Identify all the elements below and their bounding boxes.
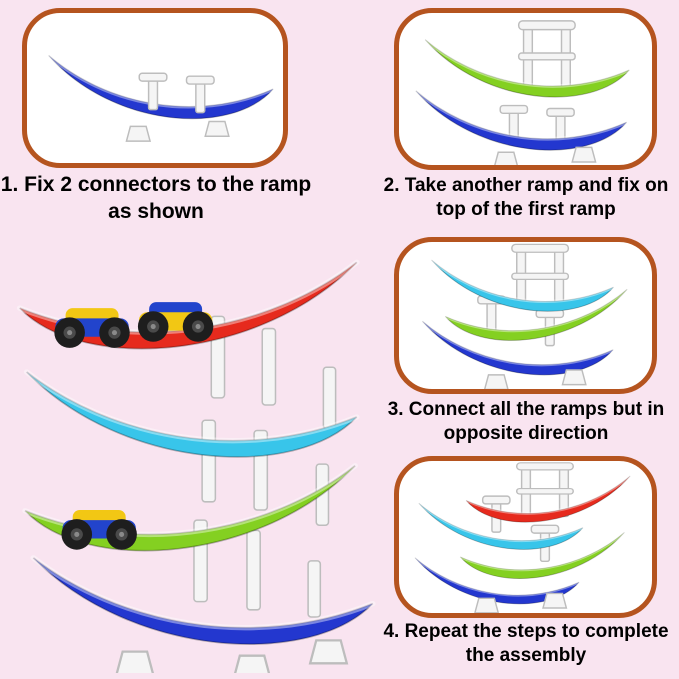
toy-car bbox=[54, 308, 130, 348]
ramp-foot bbox=[561, 369, 587, 386]
step-3-panel bbox=[394, 237, 657, 394]
connector-frame bbox=[517, 20, 576, 89]
step-3-caption: 3. Connect all the ramps but in opposite… bbox=[387, 399, 665, 445]
ramp-foot bbox=[474, 597, 499, 613]
ramp-foot bbox=[308, 639, 348, 665]
step-1-panel bbox=[22, 8, 288, 168]
step-3-image bbox=[420, 243, 629, 389]
blue-ramp bbox=[48, 54, 274, 120]
step-2-image bbox=[413, 20, 632, 165]
ramp-highlight bbox=[420, 319, 615, 367]
ramp-foot bbox=[571, 146, 597, 163]
cyan-ramp bbox=[25, 371, 358, 458]
ramp-foot bbox=[115, 650, 155, 673]
support-pillars bbox=[193, 315, 337, 618]
ramp-foot bbox=[232, 654, 272, 673]
ramp-foot bbox=[493, 151, 519, 165]
step-4-image bbox=[413, 462, 632, 613]
ramp-foot bbox=[542, 592, 568, 609]
car-wheel bbox=[106, 519, 137, 550]
assembled-ramp-racer bbox=[0, 245, 392, 673]
assembled-product-image bbox=[0, 245, 392, 673]
step-1-caption: 1. Fix 2 connectors to the ramp as shown bbox=[0, 173, 312, 223]
step-4-panel bbox=[394, 456, 657, 618]
step-1-image bbox=[46, 53, 276, 142]
car-wheel bbox=[182, 311, 214, 342]
car-wheel bbox=[99, 317, 130, 348]
ramp-highlight bbox=[413, 89, 629, 141]
ramp-foot bbox=[204, 120, 230, 137]
toy-car bbox=[61, 509, 137, 550]
ramp-highlight bbox=[27, 372, 357, 441]
blue-ramp bbox=[415, 90, 628, 151]
car-wheel bbox=[137, 311, 169, 342]
car-wheel bbox=[54, 317, 85, 348]
car-wheel bbox=[61, 519, 93, 550]
toy-car bbox=[137, 302, 214, 342]
step-2-panel bbox=[394, 8, 657, 170]
step-4-caption: 4. Repeat the steps to complete the asse… bbox=[383, 621, 669, 667]
ramp-highlight bbox=[464, 474, 632, 515]
ramp-foot bbox=[483, 374, 509, 389]
ramp-foot bbox=[125, 125, 151, 142]
connector-frame bbox=[511, 243, 570, 306]
step-2-caption: 2. Take another ramp and fix on top of t… bbox=[383, 175, 669, 221]
